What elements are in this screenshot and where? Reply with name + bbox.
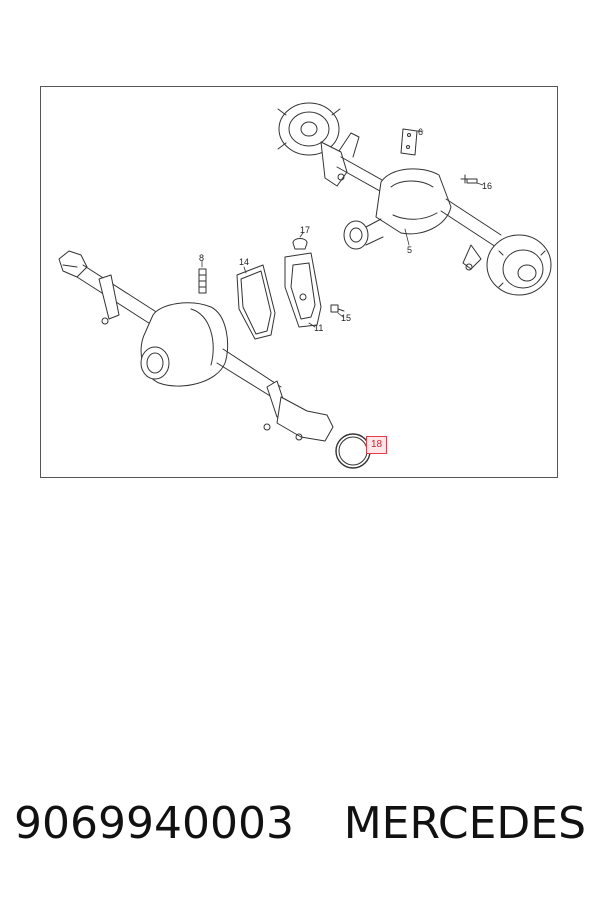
rear-axle-housing-assembly: [277, 102, 552, 296]
callout-14: 14: [239, 257, 250, 267]
part-number: 9069940003: [14, 798, 294, 849]
part-15-bolt: [330, 304, 345, 313]
part-8-stud: [198, 268, 207, 294]
part-17-cap: [292, 238, 308, 250]
axle-exploded-drawing: [58, 102, 552, 469]
callout-8: 8: [199, 253, 205, 263]
part-18-ring: [335, 433, 371, 469]
callout-16: 16: [482, 181, 493, 191]
part-11-cover: [284, 252, 322, 328]
axle-housing-bare: [58, 250, 334, 442]
part-6-plate: [400, 128, 418, 156]
callout-11: 11: [314, 323, 324, 333]
part-16-bolt: [460, 174, 478, 184]
brand-name: MERCEDES: [343, 798, 586, 849]
callout-6: 6: [418, 127, 424, 137]
footer: 9069940003 MERCEDES: [0, 798, 600, 868]
parts-diagram: 6 16 17 5 8 14 15 11 18: [40, 86, 558, 478]
callout-17: 17: [300, 225, 311, 235]
callout-5: 5: [407, 245, 413, 255]
part-14-gasket: [236, 264, 276, 340]
callout-18-highlighted[interactable]: 18: [366, 436, 388, 454]
callout-15: 15: [341, 313, 352, 323]
